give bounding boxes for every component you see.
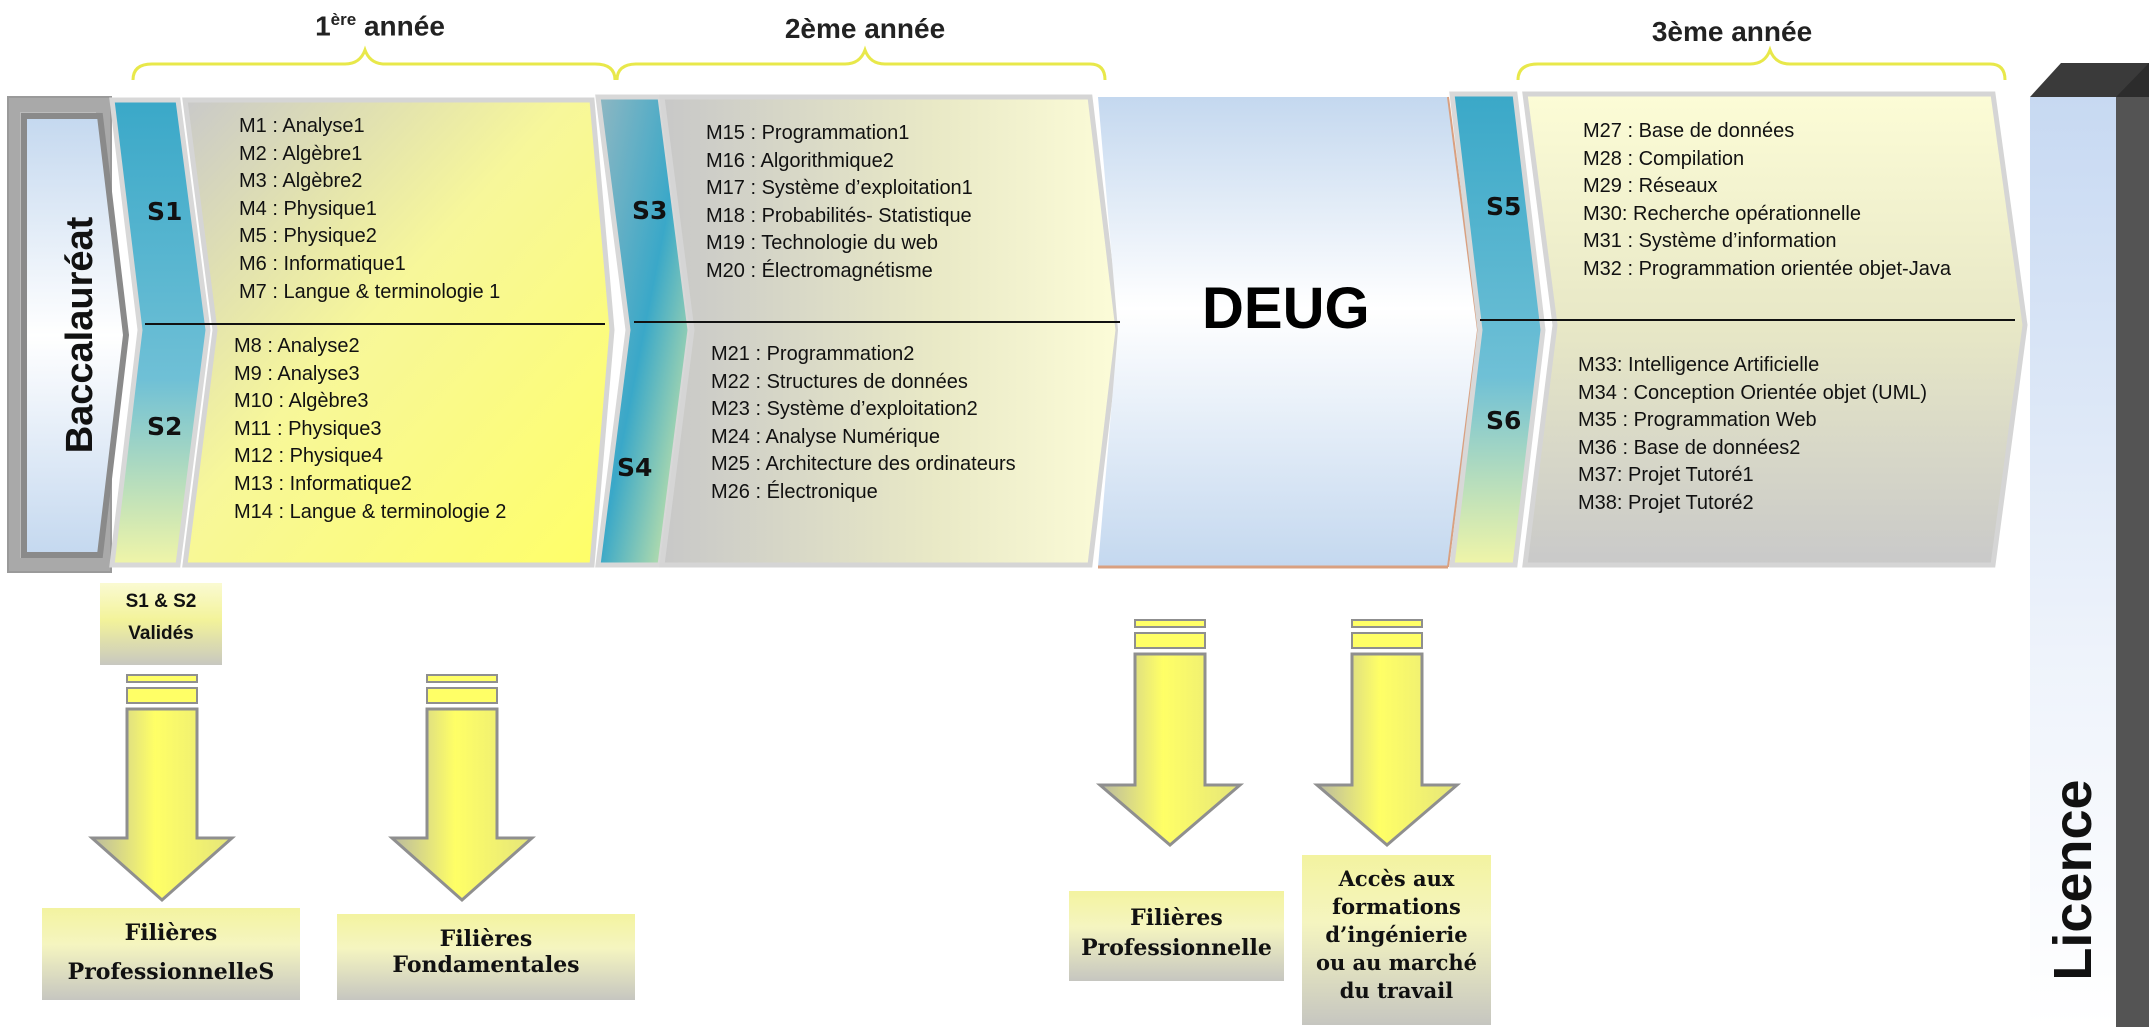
outcome-line: du travail	[1339, 978, 1454, 1003]
semester-s6: S6	[1486, 406, 1522, 435]
outcome-line: Professionnelle	[1081, 935, 1272, 961]
module-item: M29 : Réseaux	[1583, 175, 1718, 198]
chevron-s5-s6	[1449, 91, 1546, 568]
chevron-s1-s2	[109, 97, 211, 568]
brace-year1	[131, 45, 617, 81]
modules-s5: M27 : Base de données M28 : Compilation …	[1583, 118, 1951, 284]
module-item: M7 : Langue & terminologie 1	[239, 280, 501, 303]
module-item: M26 : Électronique	[711, 480, 878, 503]
module-item: M2 : Algèbre1	[239, 142, 363, 165]
year1-panel	[182, 97, 615, 568]
module-item: M37: Projet Tutoré1	[1578, 464, 1754, 487]
outcome-line: Filières	[1130, 905, 1223, 931]
modules-s6: M33: Intelligence Artificielle M34 : Con…	[1578, 352, 1927, 518]
outcome-line: Filières	[439, 926, 533, 952]
module-item: M6 : Informatique1	[239, 252, 406, 275]
module-item: M13 : Informatique2	[234, 472, 412, 495]
module-item: M25 : Architecture des ordinateurs	[711, 453, 1016, 476]
modules-s2: M8 : Analyse2 M9 : Analyse3 M10 : Algèbr…	[234, 333, 506, 526]
module-item: M33: Intelligence Artificielle	[1578, 354, 1820, 376]
semester-s2: S2	[147, 412, 183, 441]
module-item: M3 : Algèbre2	[239, 170, 363, 193]
outcome-filieres-professionnelles: Filières ProfessionnelleS	[42, 908, 300, 1000]
validation-box: S1 & S2 Validés	[100, 583, 222, 665]
module-item: M10 : Algèbre3	[234, 390, 369, 413]
module-item: M1 : Analyse1	[239, 115, 365, 137]
outcome-filieres-professionnelle: Filières Professionnelle	[1069, 891, 1284, 981]
arrow-down-professionnelle	[1095, 619, 1245, 847]
year2-title: 2ème année	[784, 13, 946, 44]
outcome-line: Accès aux	[1338, 866, 1455, 891]
validation-line2: Validés	[128, 623, 194, 644]
module-item: M15 : Programmation1	[706, 122, 910, 144]
module-item: M5 : Physique2	[239, 225, 377, 248]
module-item: M21 : Programmation2	[711, 343, 915, 365]
module-item: M4 : Physique1	[239, 197, 377, 220]
outcome-line: ou au marché	[1315, 950, 1478, 975]
arrow-down-fondamentales	[388, 674, 536, 903]
year2-panel	[659, 94, 1121, 568]
year3-panel	[1522, 91, 2028, 568]
outcome-acces-ingenierie: Accès aux formations d’ingénierie ou au …	[1302, 855, 1491, 1025]
module-item: M35 : Programmation Web	[1578, 409, 1817, 432]
module-item: M12 : Physique4	[234, 445, 383, 468]
modules-s3: M15 : Programmation1 M16 : Algorithmique…	[706, 120, 973, 286]
brace-year2	[615, 45, 1107, 81]
semester-s5: S5	[1486, 192, 1522, 221]
baccalaureat-label: Baccalauréat	[59, 216, 101, 454]
semester-s4: S4	[617, 453, 653, 482]
outcome-line: Filières	[124, 920, 218, 946]
module-item: M32 : Programmation orientée objet-Java	[1583, 257, 1951, 280]
module-item: M9 : Analyse3	[234, 362, 360, 385]
module-item: M38: Projet Tutoré2	[1578, 491, 1754, 514]
outcome-line: d’ingénierie	[1325, 922, 1468, 947]
year1-number: 1	[315, 10, 331, 42]
year1-word: année	[363, 10, 445, 42]
module-item: M18 : Probabilités- Statistique	[706, 204, 972, 227]
licence-pillar	[2030, 63, 2149, 1027]
module-item: M16 : Algorithmique2	[706, 149, 894, 172]
licence-label: Licence	[2043, 779, 2103, 981]
outcome-line: ProfessionnelleS	[67, 959, 275, 985]
module-item: M27 : Base de données	[1583, 120, 1795, 142]
module-item: M30: Recherche opérationnelle	[1583, 202, 1861, 225]
module-item: M22 : Structures de données	[711, 370, 968, 393]
module-item: M19 : Technologie du web	[706, 232, 939, 255]
bac-frame	[7, 96, 130, 573]
module-item: M28 : Compilation	[1583, 147, 1745, 170]
module-item: M31 : Système d’information	[1583, 230, 1837, 253]
outcome-line: Fondamentales	[392, 952, 580, 978]
arrow-down-ingenierie	[1312, 619, 1462, 847]
module-item: M8 : Analyse2	[234, 335, 360, 357]
module-item: M20 : Électromagnétisme	[706, 259, 933, 282]
module-item: M24 : Analyse Numérique	[711, 425, 941, 448]
validation-line1: S1 & S2	[125, 591, 197, 612]
module-item: M36 : Base de données2	[1578, 436, 1801, 459]
module-item: M17 : Système d’exploitation1	[706, 177, 973, 200]
module-item: M14 : Langue & terminologie 2	[234, 500, 507, 523]
year1-suffix: ère	[330, 10, 357, 29]
modules-s4: M21 : Programmation2 M22 : Structures de…	[711, 341, 1016, 507]
deug-label: DEUG	[1202, 276, 1370, 341]
module-item: M23 : Système d’exploitation2	[711, 398, 978, 421]
modules-s1: M1 : Analyse1 M2 : Algèbre1 M3 : Algèbre…	[239, 113, 500, 306]
semester-s1: S1	[147, 197, 183, 226]
brace-year3	[1516, 45, 2007, 81]
arrow-down-professionnelles	[88, 674, 236, 903]
year1-title: 1ère année	[310, 10, 450, 42]
module-item: M34 : Conception Orientée objet (UML)	[1578, 381, 1928, 404]
outcome-line: formations	[1332, 894, 1461, 919]
semester-s3: S3	[632, 196, 668, 225]
outcome-filieres-fondamentales: Filières Fondamentales	[337, 914, 635, 1000]
module-item: M11 : Physique3	[234, 417, 382, 440]
year3-title: 3ème année	[1651, 16, 1813, 47]
